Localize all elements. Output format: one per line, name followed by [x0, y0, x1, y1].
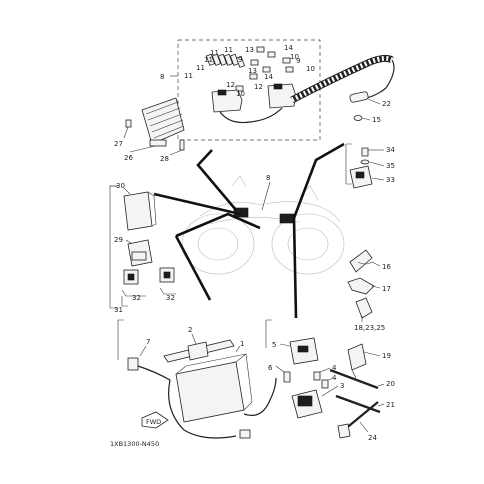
- callout-6: 6: [268, 364, 273, 372]
- fuse-cluster: [205, 46, 294, 92]
- svg-text:14: 14: [284, 44, 293, 52]
- callout-22: 22: [382, 100, 391, 108]
- callout-7: 7: [146, 338, 150, 346]
- svg-text:10: 10: [236, 90, 245, 98]
- callout-19: 19: [382, 352, 391, 360]
- clamp-17: [347, 277, 375, 295]
- battery-1: [175, 361, 245, 423]
- cable-tie-20: [329, 368, 379, 390]
- relay-30: [123, 191, 153, 231]
- svg-text:12: 12: [254, 83, 263, 91]
- fwd-arrow-icon: FWD: [141, 411, 169, 429]
- callout-4b: 4: [332, 374, 337, 382]
- svg-text:10: 10: [306, 65, 315, 73]
- bolt-6: [283, 371, 291, 383]
- svg-text:13: 13: [245, 46, 254, 54]
- callout-8-center: 8: [266, 174, 270, 182]
- callout-18-23-25: 18,23,25: [354, 324, 385, 332]
- callout-2: 2: [188, 326, 192, 334]
- callout-5: 5: [272, 341, 276, 349]
- clamp-18: [355, 297, 373, 319]
- callout-15: 15: [372, 116, 381, 124]
- motorcycle-outline: [181, 175, 345, 275]
- svg-text:10: 10: [290, 53, 299, 61]
- svg-text:11: 11: [184, 72, 193, 80]
- fuse-4a: [313, 371, 321, 381]
- holder-19: [347, 343, 367, 371]
- svg-text:13: 13: [248, 67, 257, 75]
- connector-bottom: [239, 429, 251, 439]
- screw-15: [353, 115, 363, 121]
- fuse-box-frame: [177, 39, 321, 141]
- cable-tie-21: [335, 394, 381, 414]
- clamp-16: [349, 249, 373, 273]
- callout-31: 31: [114, 306, 123, 314]
- svg-text:11: 11: [204, 56, 213, 64]
- diagram-code: 1XB1300-N450: [110, 440, 159, 448]
- cover-7: [127, 357, 139, 371]
- callout-32-right: 32: [166, 294, 175, 302]
- callout-17: 17: [382, 285, 391, 293]
- callout-26: 26: [124, 154, 133, 162]
- callout-27: 27: [114, 140, 123, 148]
- svg-text:12: 12: [226, 81, 235, 89]
- callout-33: 33: [386, 176, 395, 184]
- fuse-holder: [349, 91, 369, 103]
- callout-32-left: 32: [132, 294, 141, 302]
- callout-24: 24: [368, 434, 377, 442]
- mc-component-right: [279, 213, 295, 224]
- rectifier-regulator: [141, 97, 185, 147]
- callout-30: 30: [116, 182, 125, 190]
- callout-16: 16: [382, 263, 391, 271]
- bolt-34: [361, 147, 369, 157]
- svg-text:11: 11: [224, 46, 233, 54]
- svg-text:11: 11: [196, 64, 205, 72]
- svg-text:14: 14: [264, 73, 273, 81]
- callout-20: 20: [386, 380, 395, 388]
- callout-35: 35: [386, 162, 395, 170]
- fuse-4b: [321, 379, 329, 389]
- callout-8-top: 8: [160, 73, 164, 81]
- callout-3: 3: [340, 382, 344, 390]
- fwd-label: FWD: [146, 418, 161, 426]
- callout-21: 21: [386, 401, 395, 409]
- svg-text:9: 9: [296, 57, 300, 65]
- callout-4a: 4: [332, 364, 337, 372]
- svg-text:11: 11: [210, 49, 219, 57]
- clamp-24: [343, 401, 379, 431]
- callout-28: 28: [160, 155, 169, 163]
- callout-34: 34: [386, 146, 395, 154]
- fuse-block-left: [211, 89, 243, 113]
- callout-1: 1: [240, 340, 244, 348]
- bolt-27: [125, 119, 132, 128]
- bolt-28: [179, 139, 185, 151]
- washer-35: [360, 159, 370, 165]
- svg-text:9: 9: [238, 56, 242, 64]
- callout-29: 29: [114, 236, 123, 244]
